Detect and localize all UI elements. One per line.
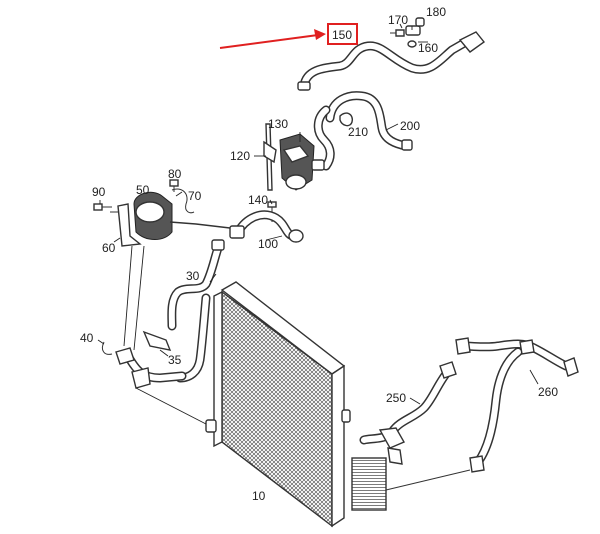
label-140: 140	[248, 193, 268, 207]
label-150: 150	[332, 28, 352, 42]
part-labels: 150 170 180 160 200 210 130 120 80 90 50…	[80, 5, 558, 503]
label-250: 250	[386, 391, 406, 405]
label-70: 70	[188, 189, 202, 203]
label-170: 170	[388, 13, 408, 27]
label-100: 100	[258, 237, 278, 251]
hose-260	[455, 337, 579, 473]
transmission-cooler	[351, 457, 471, 511]
highlight-150	[219, 23, 358, 49]
leader-lines	[97, 23, 539, 405]
hose-35-40	[101, 330, 207, 425]
label-200: 200	[400, 119, 420, 133]
hose-210	[313, 105, 354, 171]
label-180: 180	[426, 5, 446, 19]
label-30: 30	[186, 269, 200, 283]
screw-90	[93, 203, 112, 211]
label-260: 260	[538, 385, 558, 399]
hose-250	[359, 361, 457, 465]
bracket-70-80	[169, 179, 195, 214]
label-130: 130	[268, 117, 288, 131]
fittings-160-170-180	[390, 17, 425, 48]
label-35: 35	[168, 353, 182, 367]
hose-30	[167, 239, 225, 383]
label-80: 80	[168, 167, 182, 181]
label-120: 120	[230, 149, 250, 163]
label-50: 50	[136, 183, 150, 197]
radiator	[205, 281, 351, 528]
pump-50	[110, 191, 231, 247]
auxiliary-water-pump	[263, 123, 325, 191]
label-60: 60	[102, 241, 116, 255]
hose-200	[325, 91, 413, 151]
hose-100	[229, 210, 304, 243]
label-160: 160	[418, 41, 438, 55]
label-10: 10	[252, 489, 266, 503]
hose-150	[297, 31, 486, 91]
label-210: 210	[348, 125, 368, 139]
label-40: 40	[80, 331, 94, 345]
label-90: 90	[92, 185, 106, 199]
